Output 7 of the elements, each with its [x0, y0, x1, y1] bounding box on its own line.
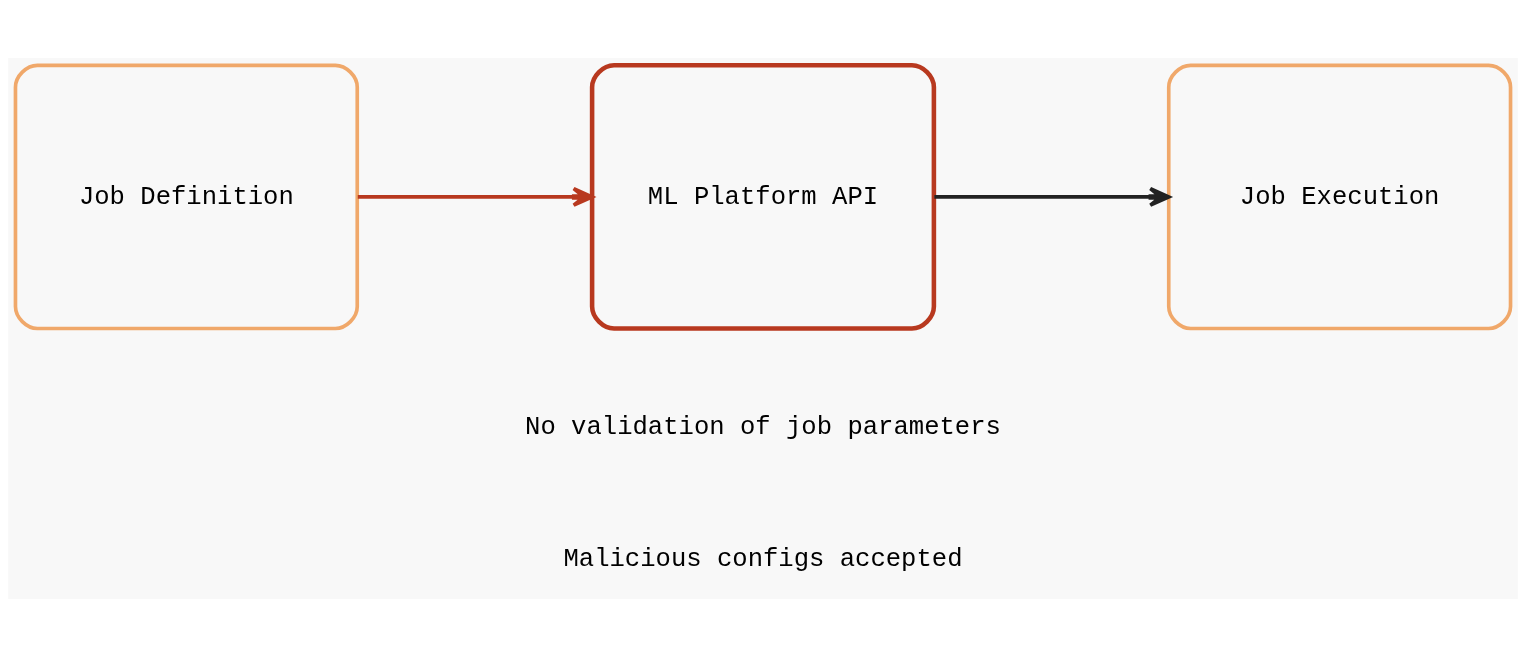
arrow: [934, 186, 1171, 207]
node-box: Job Execution: [1166, 63, 1513, 330]
node-box: Job Definition: [13, 63, 360, 330]
arrow: [357, 186, 594, 207]
label: No validation of job parameters: [525, 412, 1001, 442]
node-box: ML Platform API: [589, 62, 937, 331]
label: Malicious configs accepted: [563, 544, 963, 574]
